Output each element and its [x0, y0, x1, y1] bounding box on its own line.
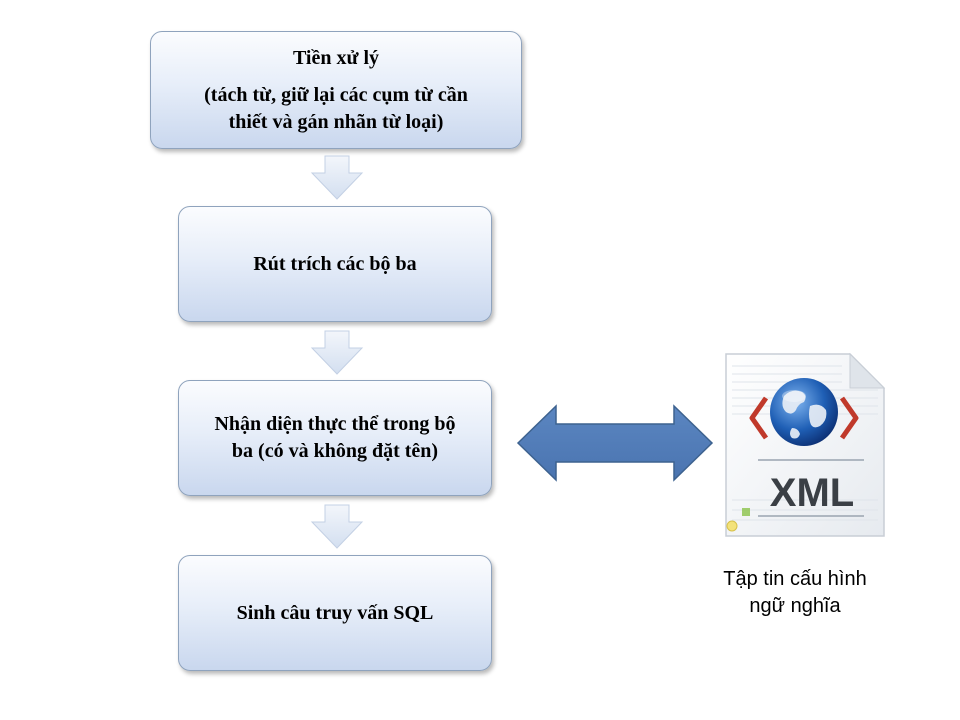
- xml-file-caption: Tập tin cấu hình ngữ nghĩa: [700, 566, 890, 620]
- xml-icon-text: XML: [770, 471, 854, 515]
- bidirectional-arrow: [516, 404, 714, 482]
- step-entity-recognition-line2: ba (có và không đặt tên): [231, 440, 439, 462]
- down-arrow-1: [310, 155, 364, 200]
- step-preprocessing-title: Tiền xử lý: [292, 46, 380, 69]
- down-arrow-3: [310, 504, 364, 549]
- xml-caption-line1: Tập tin cấu hình: [723, 568, 867, 590]
- xml-file-icon: XML: [725, 352, 886, 537]
- step-generate-sql: Sinh câu truy vấn SQL: [178, 555, 492, 671]
- step-entity-recognition: Nhận diện thực thể trong bộ ba (có và kh…: [178, 380, 492, 496]
- step-entity-recognition-line1: Nhận diện thực thể trong bộ: [214, 413, 456, 435]
- step-preprocessing: Tiền xử lý (tách từ, giữ lại các cụm từ …: [150, 31, 522, 149]
- step-extract-triples-label: Rút trích các bộ ba: [253, 252, 417, 275]
- down-arrow-2: [310, 330, 364, 375]
- step-extract-triples: Rút trích các bộ ba: [178, 206, 492, 322]
- step-preprocessing-detail-line2: thiết và gán nhãn từ loại): [228, 110, 444, 133]
- step-preprocessing-detail-line1: (tách từ, giữ lại các cụm từ cần: [204, 83, 468, 106]
- step-generate-sql-label: Sinh câu truy vấn SQL: [236, 601, 434, 624]
- xml-caption-line2: ngữ nghĩa: [749, 595, 841, 617]
